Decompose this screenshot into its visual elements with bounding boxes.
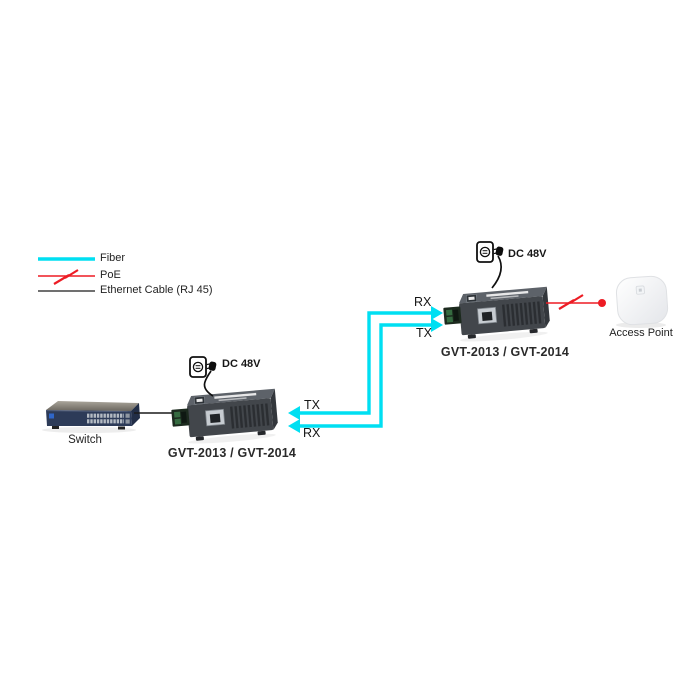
access-point-device: [615, 275, 669, 328]
lightning-bolt-icon: [52, 268, 80, 286]
legend-label-poe: PoE: [100, 269, 121, 281]
legend-label-fiber: Fiber: [100, 252, 126, 264]
fiber-arrow-icon: [431, 306, 443, 320]
fiber-arrow-icon: [288, 419, 300, 433]
lightning-bolt-icon: [557, 293, 585, 311]
access-point-label: Access Point: [609, 327, 673, 339]
converter-model-label-right: GVT-2013 / GVT-2014: [440, 345, 570, 359]
power-outlet-icon: [189, 356, 218, 378]
switch-device: [42, 401, 140, 433]
fiber-label-top-rx: RX: [414, 295, 432, 309]
fiber-link-b: [288, 318, 443, 433]
fiber-link-a: [288, 306, 443, 420]
converter-model-label-left: GVT-2013 / GVT-2014: [167, 446, 297, 460]
dc48v-label-right: DC 48V: [508, 248, 547, 260]
power-cord: [491, 255, 502, 289]
switch-logo-icon: [49, 413, 54, 419]
power-cord: [203, 370, 214, 397]
fiber-label-top-tx: TX: [416, 326, 432, 340]
power-adapter-left: [189, 356, 218, 397]
switch-label: Switch: [68, 434, 102, 446]
media-converter-left: [169, 387, 281, 448]
legend-label-ethernet: Ethernet Cable (RJ 45): [100, 284, 213, 296]
power-adapter-right: [476, 241, 505, 289]
fiber-arrow-icon: [431, 318, 443, 332]
dc48v-label-left: DC 48V: [222, 358, 261, 370]
poe-endpoint-dot: [598, 299, 606, 307]
switch-ports: [87, 413, 130, 424]
media-converter-right: [441, 285, 553, 346]
legend-poe-line: [38, 268, 95, 286]
poe-link: [546, 293, 606, 311]
fiber-label-bottom-rx: RX: [303, 426, 321, 440]
fiber-label-bottom-tx: TX: [304, 398, 320, 412]
fiber-arrow-icon: [288, 406, 300, 420]
